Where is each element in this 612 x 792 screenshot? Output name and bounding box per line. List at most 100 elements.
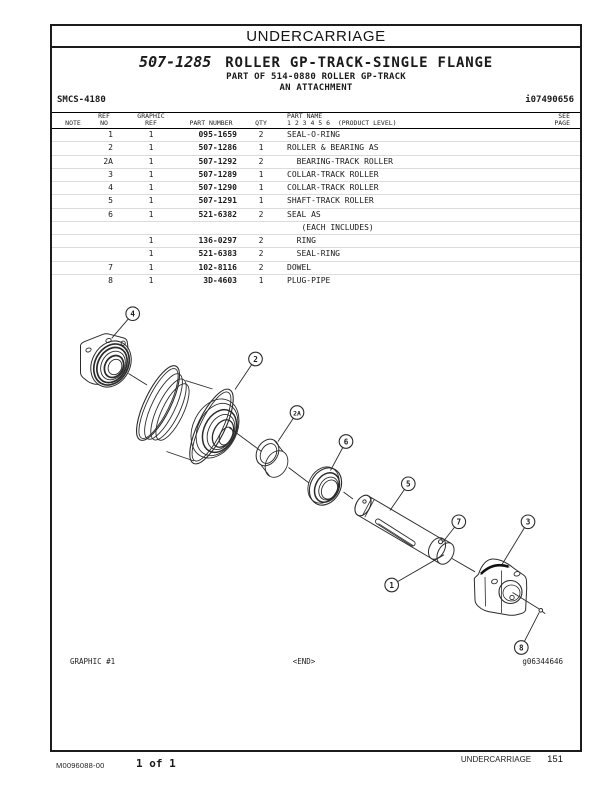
cell-qty: 2	[258, 209, 264, 219]
callout-label: 4	[130, 310, 135, 319]
cell-part-number: 507-1286	[198, 143, 237, 153]
table-row: (EACH INCLUDES)	[52, 222, 580, 235]
cell-graphic-ref: 1	[148, 196, 154, 206]
page-frame: UNDERCARRIAGE 507-1285 ROLLER GP-TRACK-S…	[50, 24, 582, 752]
callout-label: 8	[519, 643, 524, 652]
callout-label: 2A	[293, 409, 301, 417]
callout-1: 1	[384, 554, 445, 593]
section-header: UNDERCARRIAGE	[52, 26, 580, 48]
cell-graphic-ref: 1	[148, 209, 154, 219]
callout-leader	[442, 526, 455, 543]
section-header-text: UNDERCARRIAGE	[246, 27, 386, 45]
end-marker: <END>	[292, 657, 316, 666]
callout-leader	[277, 417, 294, 442]
cell-ref-no: 6	[108, 209, 113, 219]
part-bearing-block	[80, 333, 132, 388]
table-row: 1 521-6383 2 SEAL-RING	[52, 248, 580, 262]
callout-circle	[400, 476, 416, 492]
cell-qty: 2	[258, 262, 264, 272]
col-header-note: NOTE	[65, 119, 81, 127]
callout-leader	[501, 527, 525, 565]
part-plug	[538, 608, 546, 614]
cell-graphic-ref: 1	[148, 275, 154, 285]
subtitle-part-of: PART OF 514-0880 ROLLER GP-TRACK	[226, 72, 406, 82]
callout-circle	[125, 306, 141, 322]
page-footer: M0096088-00 1 of 1 UNDERCARRIAGE 151	[0, 754, 612, 774]
cell-part-name: COLLAR-TRACK ROLLER	[287, 169, 379, 179]
col-header-part-number: PART NUMBER	[189, 119, 233, 127]
table-row: 7 1 102-8116 2 DOWEL	[52, 262, 580, 275]
cell-part-number: 102-8116	[198, 262, 237, 272]
callout-leader	[389, 489, 405, 511]
callout-leader	[330, 447, 344, 471]
table-row: 2 1 507-1286 1 ROLLER & BEARING AS	[52, 142, 580, 156]
cell-ref-no: 4	[108, 183, 113, 192]
cell-part-number: 521-6382	[198, 209, 237, 219]
table-row: 2A 1 507-1292 2 BEARING-TRACK ROLLER	[52, 156, 580, 169]
cell-part-name: SEAL-RING	[287, 249, 340, 259]
cell-part-number: 521-6383	[198, 249, 237, 259]
cell-graphic-ref: 1	[148, 236, 154, 245]
footer-section: UNDERCARRIAGE	[460, 755, 532, 764]
callout-circle	[520, 514, 536, 530]
subtitle-attachment: AN ATTACHMENT	[279, 83, 353, 93]
callout-label: 2	[253, 355, 258, 364]
table-row: 3 1 507-1289 1 COLLAR-TRACK ROLLER	[52, 169, 580, 182]
table-row: 4 1 507-1290 1 COLLAR-TRACK ROLLER	[52, 182, 580, 196]
callout-leader	[111, 318, 129, 339]
cell-graphic-ref: 1	[148, 130, 154, 139]
graphic-id: g06344646	[522, 657, 563, 666]
cell-part-name: RING	[287, 236, 316, 245]
callout-leader	[234, 364, 253, 390]
callout-circle	[248, 351, 263, 367]
title-row: 507-1285 ROLLER GP-TRACK-SINGLE FLANGE	[52, 53, 580, 71]
cell-graphic-ref: 1	[148, 156, 154, 166]
callout-circle	[384, 577, 400, 593]
table-header-divider	[52, 128, 580, 129]
cell-qty: 1	[258, 169, 264, 179]
table-row: 1 1 095-1659 2 SEAL-O-RING	[52, 129, 580, 143]
cell-part-number: 507-1290	[198, 183, 237, 192]
cell-part-name: PLUG-PIPE	[287, 275, 331, 285]
callout-label: 3	[526, 518, 531, 527]
cell-ref-no: 2	[108, 143, 113, 153]
callout-circle	[289, 405, 305, 420]
table-row: 8 1 3D-4603 1 PLUG-PIPE	[52, 275, 580, 287]
cell-part-name: COLLAR-TRACK ROLLER	[287, 183, 379, 192]
callout-label: 5	[406, 480, 411, 489]
cell-qty: 2	[258, 156, 264, 166]
graphic-caption-row: GRAPHIC #1 <END> g06344646	[52, 657, 580, 669]
callout-circle	[513, 640, 529, 655]
col-header-qty: QTY	[255, 119, 267, 127]
cell-part-number: 507-1291	[198, 196, 237, 206]
cell-ref-no: 1	[108, 130, 113, 139]
callout-5: 5	[389, 476, 416, 511]
cell-qty: 1	[258, 196, 264, 206]
callout-4: 4	[111, 306, 141, 339]
footer-page-info: 1 of 1	[136, 757, 176, 770]
cell-ref-no: 2A	[103, 156, 113, 166]
footer-page-number: 151	[547, 754, 563, 765]
smcs-code: SMCS-4180	[57, 95, 106, 105]
cell-part-name: SEAL AS	[287, 209, 321, 219]
cell-part-number: 507-1289	[198, 169, 237, 179]
cell-ref-no: 5	[108, 196, 113, 206]
part-end-collar	[427, 537, 455, 565]
cell-graphic-ref: 1	[148, 249, 154, 259]
cell-part-name: (EACH INCLUDES)	[287, 222, 374, 232]
title-part-number: 507-1285	[139, 53, 212, 71]
callout-2A: 2A	[277, 405, 305, 442]
callout-label: 1	[389, 581, 394, 590]
cell-qty: 2	[258, 236, 264, 245]
part-collar-block	[473, 558, 528, 616]
cell-qty: 2	[258, 130, 264, 139]
part-seal	[307, 466, 343, 506]
callout-7: 7	[442, 514, 467, 543]
cell-graphic-ref: 1	[148, 143, 154, 153]
table-row: 1 136-0297 2 RING	[52, 235, 580, 249]
